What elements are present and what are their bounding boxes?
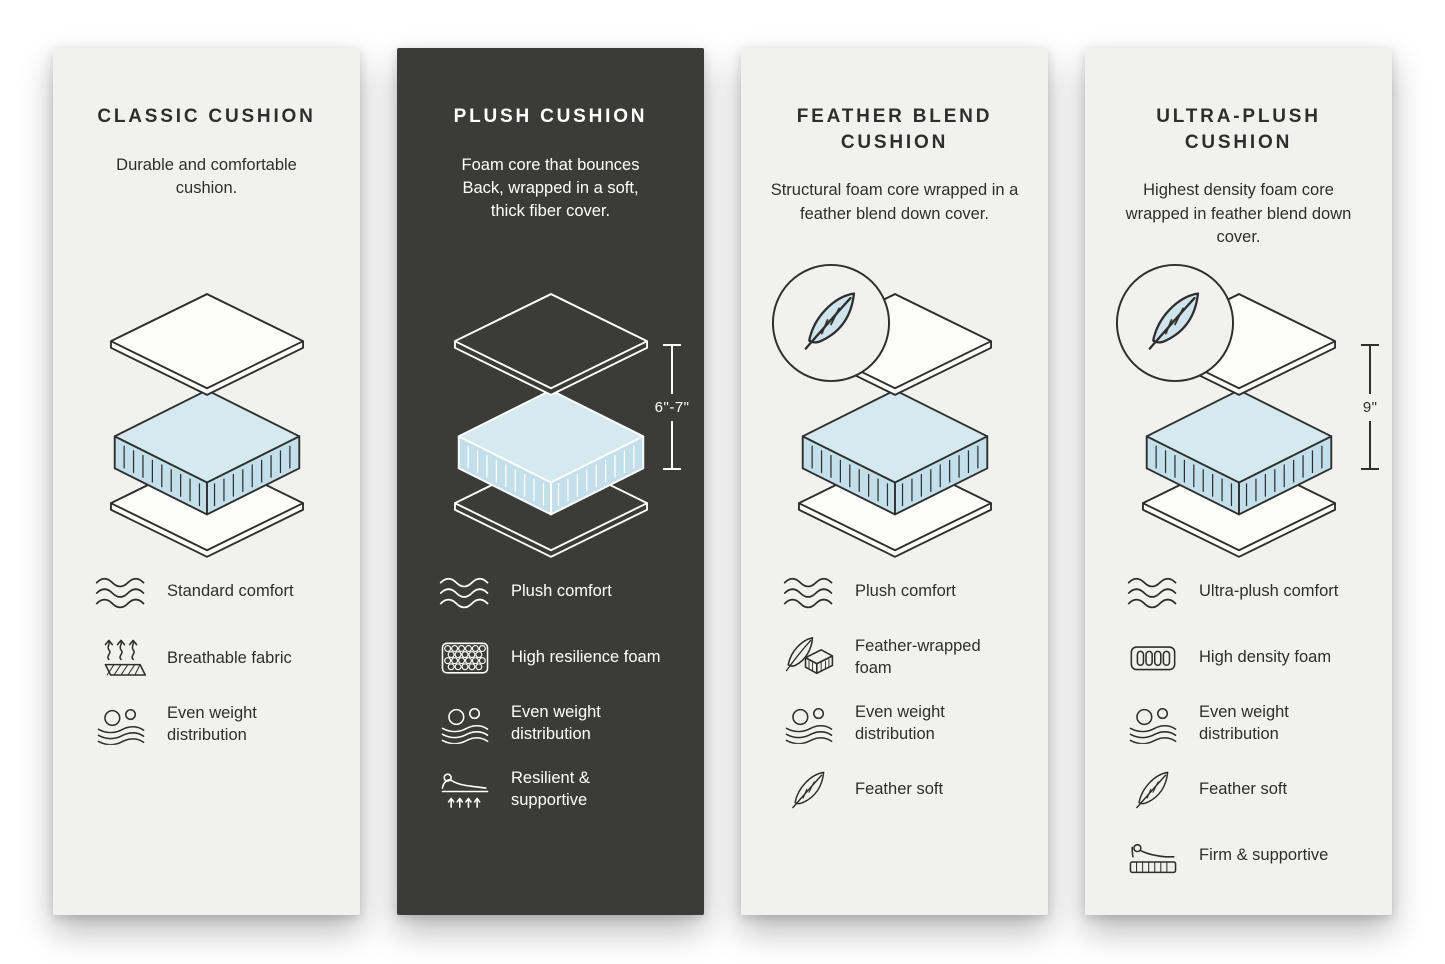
card-classic-cushion: CLASSIC CUSHION Durable and comfortable … xyxy=(53,48,360,915)
feature-list: Ultra-plush comfort High density foam Ev… xyxy=(1111,570,1366,878)
feature-ultra-plush-comfort: Ultra-plush comfort xyxy=(1125,570,1366,614)
even-weight-icon xyxy=(1125,704,1181,744)
honeycomb-foam-icon xyxy=(437,639,493,677)
breathable-fabric-icon xyxy=(93,636,149,681)
cushion-layers-diagram xyxy=(438,288,664,562)
even-weight-icon xyxy=(93,705,149,745)
dimension-line-top xyxy=(1361,344,1380,394)
feature-label: Feather soft xyxy=(1199,780,1288,799)
card-header: ULTRA-PLUSH CUSHION Highest density foam… xyxy=(1111,104,1366,288)
dimension-marker: 6"-7" xyxy=(655,344,690,470)
dimension-line-top xyxy=(663,344,682,394)
card-description: Highest density foam core wrapped in fea… xyxy=(1125,181,1352,247)
feature-list: Standard comfort Breathable fabric Even … xyxy=(79,570,334,747)
feature-label: Firm & supportive xyxy=(1199,846,1329,865)
feature-even-weight-distribution: Even weight distribution xyxy=(781,702,1022,746)
feather-badge xyxy=(771,263,890,383)
dimension-label: 6"-7" xyxy=(654,398,690,416)
card-feather-blend-cushion: FEATHER BLEND CUSHION Structural foam co… xyxy=(741,48,1048,915)
feature-label: Plush comfort xyxy=(511,582,612,601)
feature-label: Even weight distribution xyxy=(511,703,601,743)
feature-breathable-fabric: Breathable fabric xyxy=(93,636,334,681)
feather-wrapped-foam-icon xyxy=(781,636,837,679)
waves-icon xyxy=(437,574,493,610)
feature-label: Feather-wrapped foam xyxy=(855,637,981,677)
feature-even-weight-distribution: Even weight distribution xyxy=(437,702,678,746)
feature-high-density-foam: High density foam xyxy=(1125,636,1366,680)
feature-label: Plush comfort xyxy=(855,582,956,601)
feature-even-weight-distribution: Even weight distribution xyxy=(1125,702,1366,746)
feature-list: Plush comfort High resilience foam Even … xyxy=(423,570,678,812)
card-description: Foam core that bounces Back, wrapped in … xyxy=(461,155,640,221)
card-title: ULTRA-PLUSH CUSHION xyxy=(1156,106,1321,153)
feature-label: Breathable fabric xyxy=(167,648,292,667)
feature-label: Ultra-plush comfort xyxy=(1199,582,1339,601)
waves-icon xyxy=(1125,574,1181,610)
feature-feather-soft: Feather soft xyxy=(781,768,1022,812)
feather-icon xyxy=(1125,768,1181,812)
feature-standard-comfort: Standard comfort xyxy=(93,570,334,614)
cushion-illustration: 9" xyxy=(1115,263,1380,560)
card-plush-cushion: PLUSH CUSHION Foam core that bounces Bac… xyxy=(397,48,704,915)
card-header: FEATHER BLEND CUSHION Structural foam co… xyxy=(767,104,1022,288)
feature-high-resilience-foam: High resilience foam xyxy=(437,636,678,680)
waves-icon xyxy=(781,574,837,610)
cushion-comparison-board: CLASSIC CUSHION Durable and comfortable … xyxy=(53,48,1392,915)
feature-list: Plush comfort Feather-wrapped foam Even … xyxy=(767,570,1022,812)
feature-label: Even weight distribution xyxy=(855,703,945,743)
feature-label: Resilient & supportive xyxy=(511,769,590,809)
high-density-foam-icon xyxy=(1125,641,1181,676)
dimension-line-bottom xyxy=(663,420,682,470)
card-title: PLUSH CUSHION xyxy=(453,106,648,127)
feature-label: Standard comfort xyxy=(167,582,294,601)
cushion-illustration: 6"-7" xyxy=(438,288,689,562)
firm-supportive-icon xyxy=(1125,836,1181,876)
feather-badge xyxy=(1115,263,1234,383)
feature-label: Even weight distribution xyxy=(167,704,257,745)
feature-plush-comfort: Plush comfort xyxy=(437,570,678,614)
cushion-illustration xyxy=(771,263,1008,560)
even-weight-icon xyxy=(781,704,837,744)
card-title: CLASSIC CUSHION xyxy=(97,106,316,127)
cushion-layers-diagram xyxy=(94,288,320,562)
feature-resilient-supportive: Resilient & supportive xyxy=(437,768,678,812)
feature-label: High resilience foam xyxy=(511,648,661,667)
card-ultra-plush-cushion: ULTRA-PLUSH CUSHION Highest density foam… xyxy=(1085,48,1392,915)
cushion-illustration xyxy=(94,288,320,560)
waves-icon xyxy=(93,574,149,610)
dimension-marker: 9" xyxy=(1361,344,1380,470)
card-description: Structural foam core wrapped in a feathe… xyxy=(770,181,1019,223)
card-header: PLUSH CUSHION Foam core that bounces Bac… xyxy=(423,104,678,288)
feature-label: Even weight distribution xyxy=(1199,703,1289,743)
feature-firm-supportive: Firm & supportive xyxy=(1125,834,1366,878)
resilient-supportive-icon xyxy=(437,769,493,811)
feature-plush-comfort: Plush comfort xyxy=(781,570,1022,614)
dimension-line-bottom xyxy=(1361,420,1380,470)
feature-label: High density foam xyxy=(1199,648,1332,667)
card-description: Durable and comfortable cushion. xyxy=(116,155,297,198)
card-header: CLASSIC CUSHION Durable and comfortable … xyxy=(79,104,334,288)
feature-label: Feather soft xyxy=(855,780,944,799)
even-weight-icon xyxy=(437,704,493,744)
feather-icon xyxy=(781,768,837,812)
feature-feather-wrapped-foam: Feather-wrapped foam xyxy=(781,636,1022,680)
feature-feather-soft: Feather soft xyxy=(1125,768,1366,812)
card-title: FEATHER BLEND CUSHION xyxy=(796,106,993,153)
feature-even-weight-distribution: Even weight distribution xyxy=(93,703,334,747)
dimension-label: 9" xyxy=(1362,398,1378,416)
